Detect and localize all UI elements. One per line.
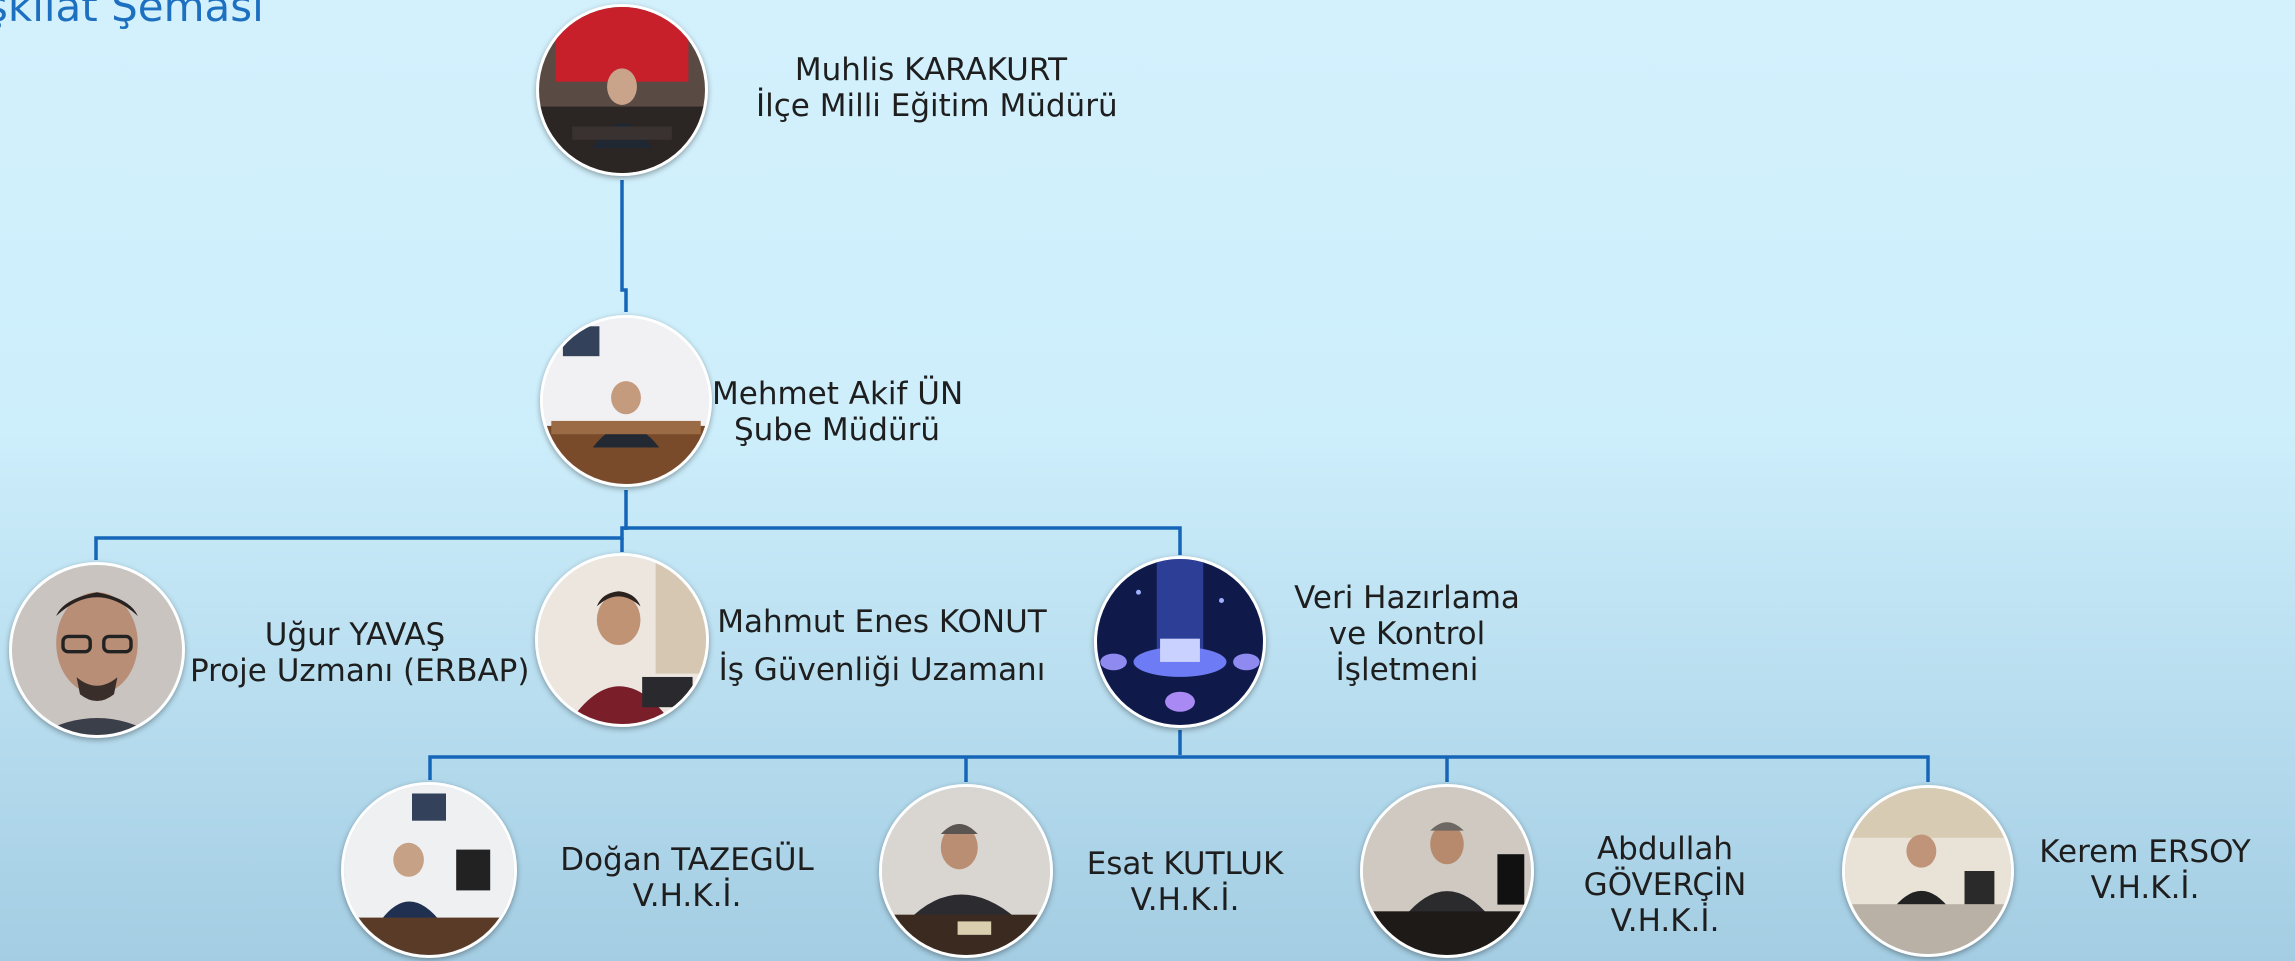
- person-photo-icon: [538, 556, 706, 724]
- ugur-photo: [9, 562, 185, 738]
- mahmut-label: Mahmut Enes KONUT İş Güvenliği Uzamanı: [712, 598, 1052, 694]
- dogan-label: Doğan TAZEGÜL V.H.K.İ.: [552, 842, 822, 914]
- person-photo-icon: [882, 787, 1050, 955]
- person-photo-icon: [12, 565, 182, 735]
- abdullah-name-line1: Abdullah: [1596, 831, 1734, 867]
- veri-line1: Veri Hazırlama: [1294, 580, 1520, 616]
- branch-role: Şube Müdürü: [733, 412, 941, 448]
- dogan-name: Doğan TAZEGÜL: [560, 842, 814, 878]
- abdullah-name-line2: GÖVERÇİN: [1583, 867, 1747, 903]
- person-photo-icon: [539, 7, 705, 173]
- veri-photo: [1094, 556, 1266, 728]
- data-server-icon: [1097, 559, 1263, 725]
- head-label: Muhlis KARAKURT İlçe Milli Eğitim Müdürü: [756, 52, 1118, 124]
- veri-line2: ve Kontrol: [1328, 616, 1486, 652]
- branch-name: Mehmet Akif ÜN: [712, 376, 964, 412]
- connector-level3-bar: [428, 755, 1930, 782]
- dogan-role: V.H.K.İ.: [632, 878, 742, 914]
- mahmut-name: Mahmut Enes KONUT: [717, 604, 1047, 640]
- kerem-photo: [1842, 785, 2014, 957]
- mahmut-photo: [535, 553, 709, 727]
- head-role: İlçe Milli Eğitim Müdürü: [756, 88, 1118, 124]
- ugur-name: Uğur YAVAŞ: [264, 617, 446, 653]
- connector-head-branch: [620, 180, 628, 312]
- esat-photo: [879, 784, 1053, 958]
- ugur-label: Uğur YAVAŞ Proje Uzmanı (ERBAP): [190, 617, 530, 689]
- ugur-role: Proje Uzmanı (ERBAP): [190, 653, 530, 689]
- abdullah-role: V.H.K.İ.: [1610, 903, 1720, 939]
- veri-label: Veri Hazırlama ve Kontrol İşletmeni: [1282, 580, 1532, 688]
- connector-level2-bar: [94, 526, 1182, 560]
- kerem-name: Kerem ERSOY: [2039, 834, 2251, 870]
- kerem-role: V.H.K.İ.: [2090, 870, 2200, 906]
- kerem-label: Kerem ERSOY V.H.K.İ.: [2030, 834, 2260, 906]
- head-name: Muhlis KARAKURT: [794, 52, 1068, 88]
- person-photo-icon: [1845, 788, 2011, 954]
- abdullah-label: Abdullah GÖVERÇİN V.H.K.İ.: [1560, 831, 1770, 939]
- head-photo: [536, 4, 708, 176]
- person-photo-icon: [1363, 787, 1531, 955]
- abdullah-photo: [1360, 784, 1534, 958]
- page-title: şkilat Şeması: [0, 0, 264, 31]
- mahmut-role: İş Güvenliği Uzamanı: [718, 652, 1046, 688]
- person-photo-icon: [344, 785, 514, 955]
- person-photo-icon: [543, 318, 709, 484]
- esat-role: V.H.K.İ.: [1130, 882, 1240, 918]
- esat-name: Esat KUTLUK: [1086, 846, 1284, 882]
- dogan-photo: [341, 782, 517, 958]
- esat-label: Esat KUTLUK V.H.K.İ.: [1080, 846, 1290, 918]
- branch-photo: [540, 315, 712, 487]
- branch-label: Mehmet Akif ÜN Şube Müdürü: [712, 376, 964, 448]
- veri-line3: İşletmeni: [1335, 652, 1479, 688]
